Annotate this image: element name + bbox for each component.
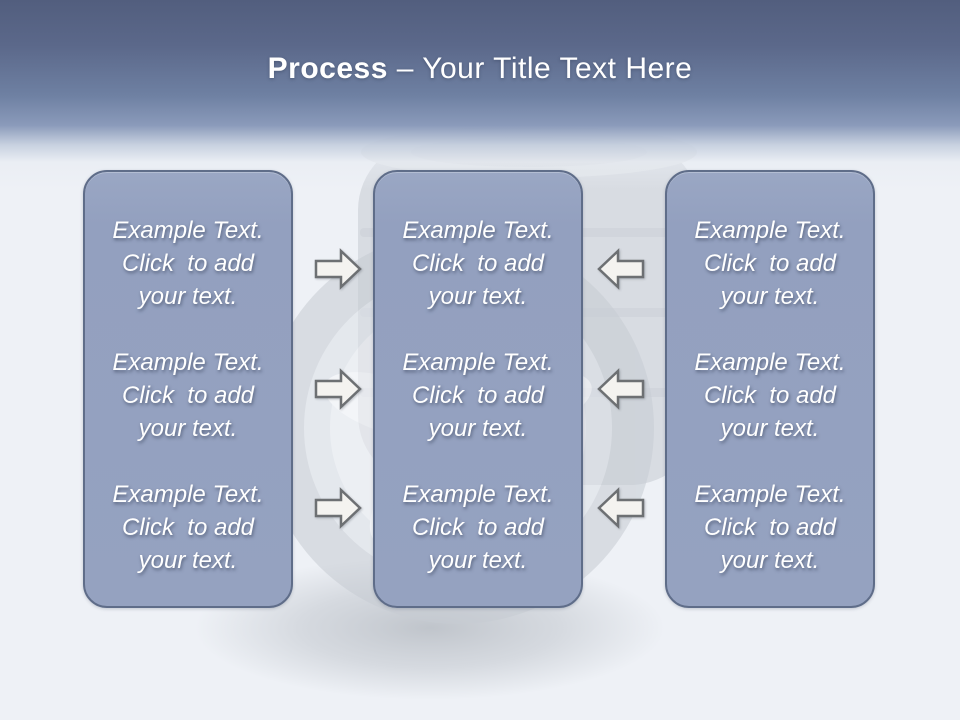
header-gradient <box>0 0 960 200</box>
placeholder-text-block[interactable]: Example Text. Click to add your text. <box>402 349 554 442</box>
placeholder-text-block[interactable]: Example Text. Click to add your text. <box>112 349 264 442</box>
placeholder-text-block[interactable]: Example Text. Click to add your text. <box>694 217 846 310</box>
placeholder-text-block[interactable]: Example Text. Click to add your text. <box>402 217 554 310</box>
title-rest: – Your Title Text Here <box>396 52 693 85</box>
placeholder-text-block[interactable]: Example Text. Click to add your text. <box>112 481 264 574</box>
placeholder-text-block[interactable]: Example Text. Click to add your text. <box>402 481 554 574</box>
placeholder-text-block[interactable]: Example Text. Click to add your text. <box>694 349 846 442</box>
arrow-right-icon <box>314 248 362 290</box>
arrow-right-icon <box>314 487 362 529</box>
arrow-left-icon <box>597 368 645 410</box>
process-panel-left: Example Text. Click to add your text. Ex… <box>83 170 293 608</box>
process-panel-middle: Example Text. Click to add your text. Ex… <box>373 170 583 608</box>
arrow-left-icon <box>597 487 645 529</box>
slide-title: Process – Your Title Text Here <box>0 52 960 86</box>
placeholder-text-block[interactable]: Example Text. Click to add your text. <box>112 217 264 310</box>
arrow-right-icon <box>314 368 362 410</box>
arrow-left-icon <box>597 248 645 290</box>
title-keyword: Process <box>267 52 388 85</box>
process-panel-right: Example Text. Click to add your text. Ex… <box>665 170 875 608</box>
placeholder-text-block[interactable]: Example Text. Click to add your text. <box>694 481 846 574</box>
